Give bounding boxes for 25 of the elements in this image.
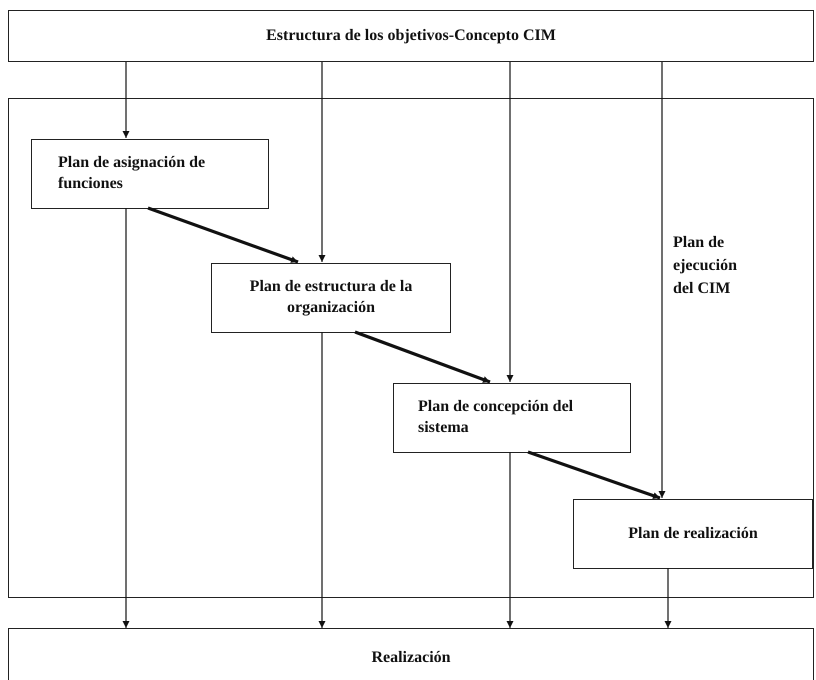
arrow [122,208,130,628]
process-box [8,10,814,62]
arrow [527,450,661,500]
box-label: Plan de concepción del sistema [418,397,574,438]
process-box [8,628,814,680]
arrow [318,332,326,628]
arrow [506,452,514,628]
arrow [506,62,514,382]
process-box [211,263,451,333]
box-label: Plan de asignación de funciones [58,153,206,194]
arrow [354,330,491,384]
arrow [147,206,299,264]
process-box [31,139,269,209]
box-label: Plan de realización [628,524,758,544]
panel-label: Plan de ejecución del CIM [673,233,738,300]
process-panel [8,98,814,598]
arrow [658,62,666,498]
box-label: Estructura de los objetivos-Concepto CIM [266,26,556,46]
box-label: Plan de estructura de la organización [248,277,414,318]
process-box [393,383,631,453]
arrow [122,62,130,138]
arrow [318,62,326,262]
process-box [573,499,813,569]
arrow [664,568,672,628]
box-label: Realización [371,648,451,668]
